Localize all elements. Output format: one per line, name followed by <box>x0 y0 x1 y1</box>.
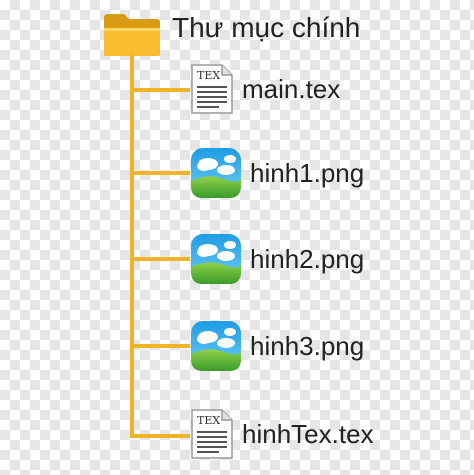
svg-text:TEX: TEX <box>197 69 220 82</box>
tree-branch-line <box>130 434 190 438</box>
svg-text:TEX: TEX <box>197 414 220 427</box>
folder-label: Thư mục chính <box>172 12 361 43</box>
image-file-icon <box>190 320 242 372</box>
image-file-icon <box>190 233 242 285</box>
tree-branch-line <box>130 88 190 92</box>
file-label: hinh1.png <box>250 157 365 188</box>
tree-node-main-tex[interactable]: TEX main.tex <box>190 63 340 115</box>
image-file-icon <box>190 147 242 199</box>
tree-node-hinhtex-tex[interactable]: TEX hinhTex.tex <box>190 408 374 460</box>
tex-document-icon: TEX <box>190 408 234 460</box>
tree-branch-line <box>130 171 190 175</box>
tree-node-hinh3-png[interactable]: hinh3.png <box>190 320 364 372</box>
file-label: hinhTex.tex <box>242 418 374 449</box>
file-label: hinh2.png <box>250 243 365 274</box>
file-label: hinh3.png <box>250 330 365 361</box>
tree-node-hinh1-png[interactable]: hinh1.png <box>190 147 364 199</box>
folder-icon <box>102 10 162 58</box>
tree-branch-line <box>130 257 190 261</box>
tex-document-icon: TEX <box>190 63 234 115</box>
tree-node-hinh2-png[interactable]: hinh2.png <box>190 233 364 285</box>
tree-branch-line <box>130 344 190 348</box>
tree-trunk-line <box>130 54 134 438</box>
file-label: main.tex <box>242 73 341 104</box>
